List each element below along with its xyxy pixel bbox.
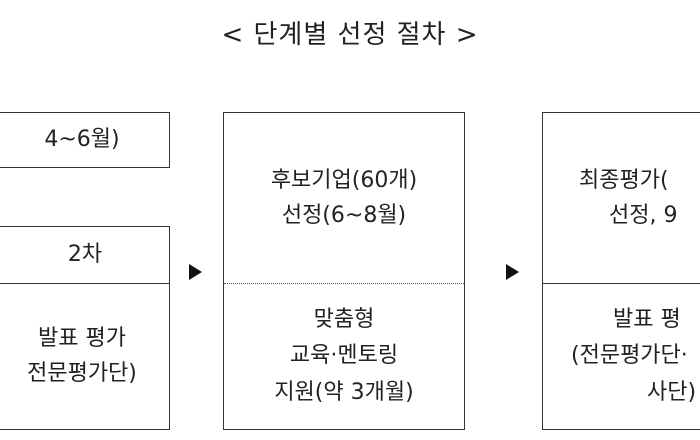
stage2-line1: 후보기업(60개) [270,168,418,194]
stage2-support-section: 맞춤형 교육·멘토링 지원(약 3개월) [224,284,464,429]
stage1-eval-body: 발표 평가 전문평가단) [0,284,169,429]
stage2-box: 후보기업(60개) 선정(6~8월) 맞춤형 교육·멘토링 지원(약 3개월) [223,112,465,430]
stage2-support-line1: 맞춤형 [313,307,375,333]
stage1-eval-line2: 전문평가단) [27,360,137,386]
stage2-divider [224,283,464,284]
stage2-support-line3: 지원(약 3개월) [274,379,414,405]
stage2-support-line2: 교육·멘토링 [289,343,399,369]
stage1-period-text: 4~6월) [44,126,120,152]
diagram-title: < 단계별 선정 절차 > [221,20,479,50]
stage2-selection-section: 후보기업(60개) 선정(6~8월) [224,113,464,284]
stage3-line1: 최종평가( [579,168,669,194]
stage1-eval-line1: 발표 평가 [38,326,126,352]
stage3-eval-line3: 사단) [647,379,697,405]
stage1-divider [0,283,170,284]
stage1-step-header: 2차 [0,227,169,284]
stage3-line2: 선정, 9 [609,202,678,228]
stage3-eval-line1: 발표 평 [613,307,681,333]
arrow-right-icon [189,264,202,280]
stage2-line2: 선정(6~8월) [281,202,407,228]
stage3-final-section: 최종평가( 선정, 9 [543,113,700,284]
stage3-eval-section: 발표 평 (전문평가단· 사단) [543,284,700,429]
stage1-step-box: 2차 발표 평가 전문평가단) [0,226,170,430]
stage3-divider [542,283,700,284]
stage1-period-box: 4~6월) [0,112,170,168]
stage3-eval-line2: (전문평가단· [571,343,688,369]
stage3-box: 최종평가( 선정, 9 발표 평 (전문평가단· 사단) [542,112,700,430]
stage1-step-label: 2차 [67,242,103,268]
arrow-right-icon [506,264,519,280]
